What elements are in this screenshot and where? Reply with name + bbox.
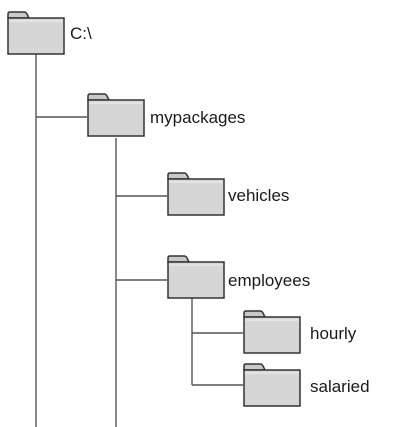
mypackages-label: mypackages xyxy=(150,108,246,127)
vehicles-label: vehicles xyxy=(228,186,290,205)
folder-icon xyxy=(7,11,65,55)
root-label: C:\ xyxy=(70,24,92,43)
hourly-label: hourly xyxy=(310,324,357,343)
folder-icon xyxy=(243,363,301,407)
salaried-label: salaried xyxy=(310,377,370,396)
folder-icon xyxy=(167,172,225,216)
folder-icon xyxy=(87,93,145,137)
folder-icon xyxy=(243,310,301,354)
folder-icon xyxy=(167,255,225,299)
employees-label: employees xyxy=(228,271,311,290)
